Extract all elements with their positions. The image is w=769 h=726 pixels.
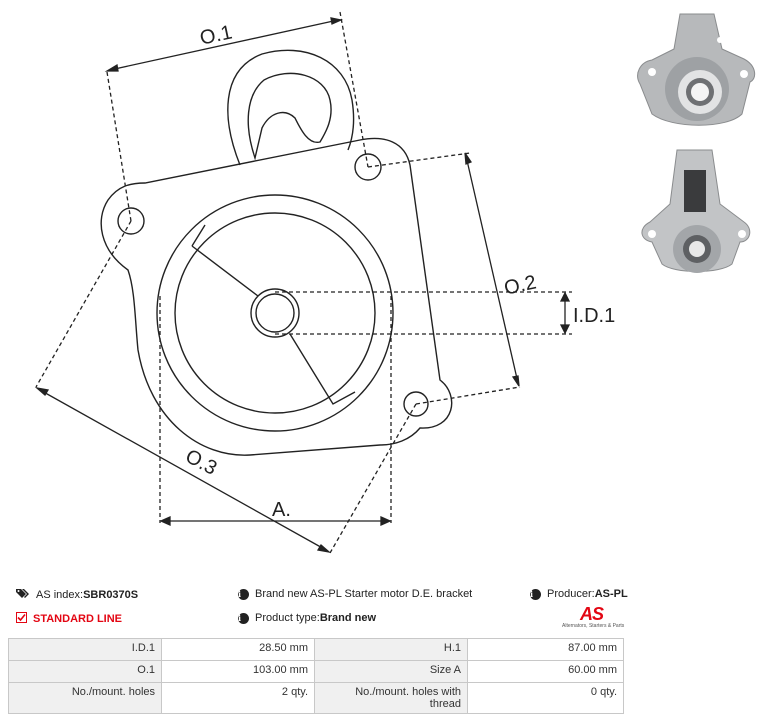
product-type-label: Product type: bbox=[255, 612, 320, 624]
spec-value: 28.50 mm bbox=[161, 638, 315, 661]
product-photo-front bbox=[632, 4, 762, 134]
producer-value: AS-PL bbox=[594, 588, 628, 600]
as-index-value: SBR0370S bbox=[83, 589, 139, 601]
spec-value: 60.00 mm bbox=[467, 660, 624, 683]
check-square-icon bbox=[16, 612, 27, 626]
spec-value: 103.00 mm bbox=[161, 660, 315, 683]
as-pl-logo: AS Alternators, Starters & Parts bbox=[562, 604, 624, 632]
product-line-label: STANDARD LINE bbox=[33, 613, 123, 625]
label-o2: O.2 bbox=[502, 271, 538, 299]
tags-icon bbox=[16, 588, 30, 602]
producer: i Producer: AS-PL bbox=[530, 588, 628, 600]
technical-drawing: O.1 O.2 O.3 I.D.1 A. bbox=[34, 11, 615, 554]
logo-mark: AS bbox=[580, 604, 604, 624]
spec-label: Size A bbox=[314, 660, 468, 683]
spec-value: 0 qty. bbox=[467, 682, 624, 714]
as-index: AS index: SBR0370S bbox=[16, 588, 138, 602]
bore-outer bbox=[250, 288, 300, 338]
spec-label: No./mount. holes bbox=[8, 682, 162, 714]
logo-tagline: Alternators, Starters & Parts bbox=[562, 623, 625, 629]
product-description-text: Brand new AS-PL Starter motor D.E. brack… bbox=[255, 588, 473, 600]
product-type: i Product type: Brand new bbox=[238, 612, 376, 624]
product-line: STANDARD LINE bbox=[16, 612, 122, 626]
spec-value: 87.00 mm bbox=[467, 638, 624, 661]
table-row: I.D.1 28.50 mm H.1 87.00 mm bbox=[8, 638, 624, 661]
label-id1: I.D.1 bbox=[573, 305, 615, 327]
mount-hole-top bbox=[354, 153, 382, 181]
mount-hole-left bbox=[117, 207, 145, 235]
info-icon: i bbox=[238, 588, 249, 600]
mount-hole-bottom bbox=[403, 391, 429, 417]
product-description: i Brand new AS-PL Starter motor D.E. bra… bbox=[238, 588, 472, 600]
spec-label: No./mount. holes with thread bbox=[314, 682, 468, 714]
bore-inner bbox=[255, 293, 295, 333]
spec-label: H.1 bbox=[314, 638, 468, 661]
outer-ring bbox=[156, 194, 394, 432]
as-index-label: AS index: bbox=[36, 589, 84, 601]
specs-table: I.D.1 28.50 mm H.1 87.00 mm O.1 103.00 m… bbox=[8, 638, 624, 714]
bracket-loop-inner bbox=[247, 72, 332, 161]
bracket-loop-outer bbox=[227, 49, 355, 166]
wedge-lines bbox=[191, 224, 356, 405]
spec-label: O.1 bbox=[8, 660, 162, 683]
spec-value: 2 qty. bbox=[161, 682, 315, 714]
label-o1: O.1 bbox=[198, 21, 234, 49]
info-icon: i bbox=[530, 588, 541, 600]
label-a: A. bbox=[272, 499, 291, 521]
inner-ring bbox=[174, 212, 376, 414]
info-icon: i bbox=[238, 612, 249, 624]
table-row: No./mount. holes 2 qty. No./mount. holes… bbox=[8, 682, 624, 714]
bracket-body bbox=[100, 137, 453, 456]
product-type-value: Brand new bbox=[319, 612, 377, 624]
table-row: O.1 103.00 mm Size A 60.00 mm bbox=[8, 660, 624, 683]
spec-label: I.D.1 bbox=[8, 638, 162, 661]
product-photo-rear bbox=[632, 144, 762, 274]
producer-label: Producer: bbox=[547, 588, 595, 600]
